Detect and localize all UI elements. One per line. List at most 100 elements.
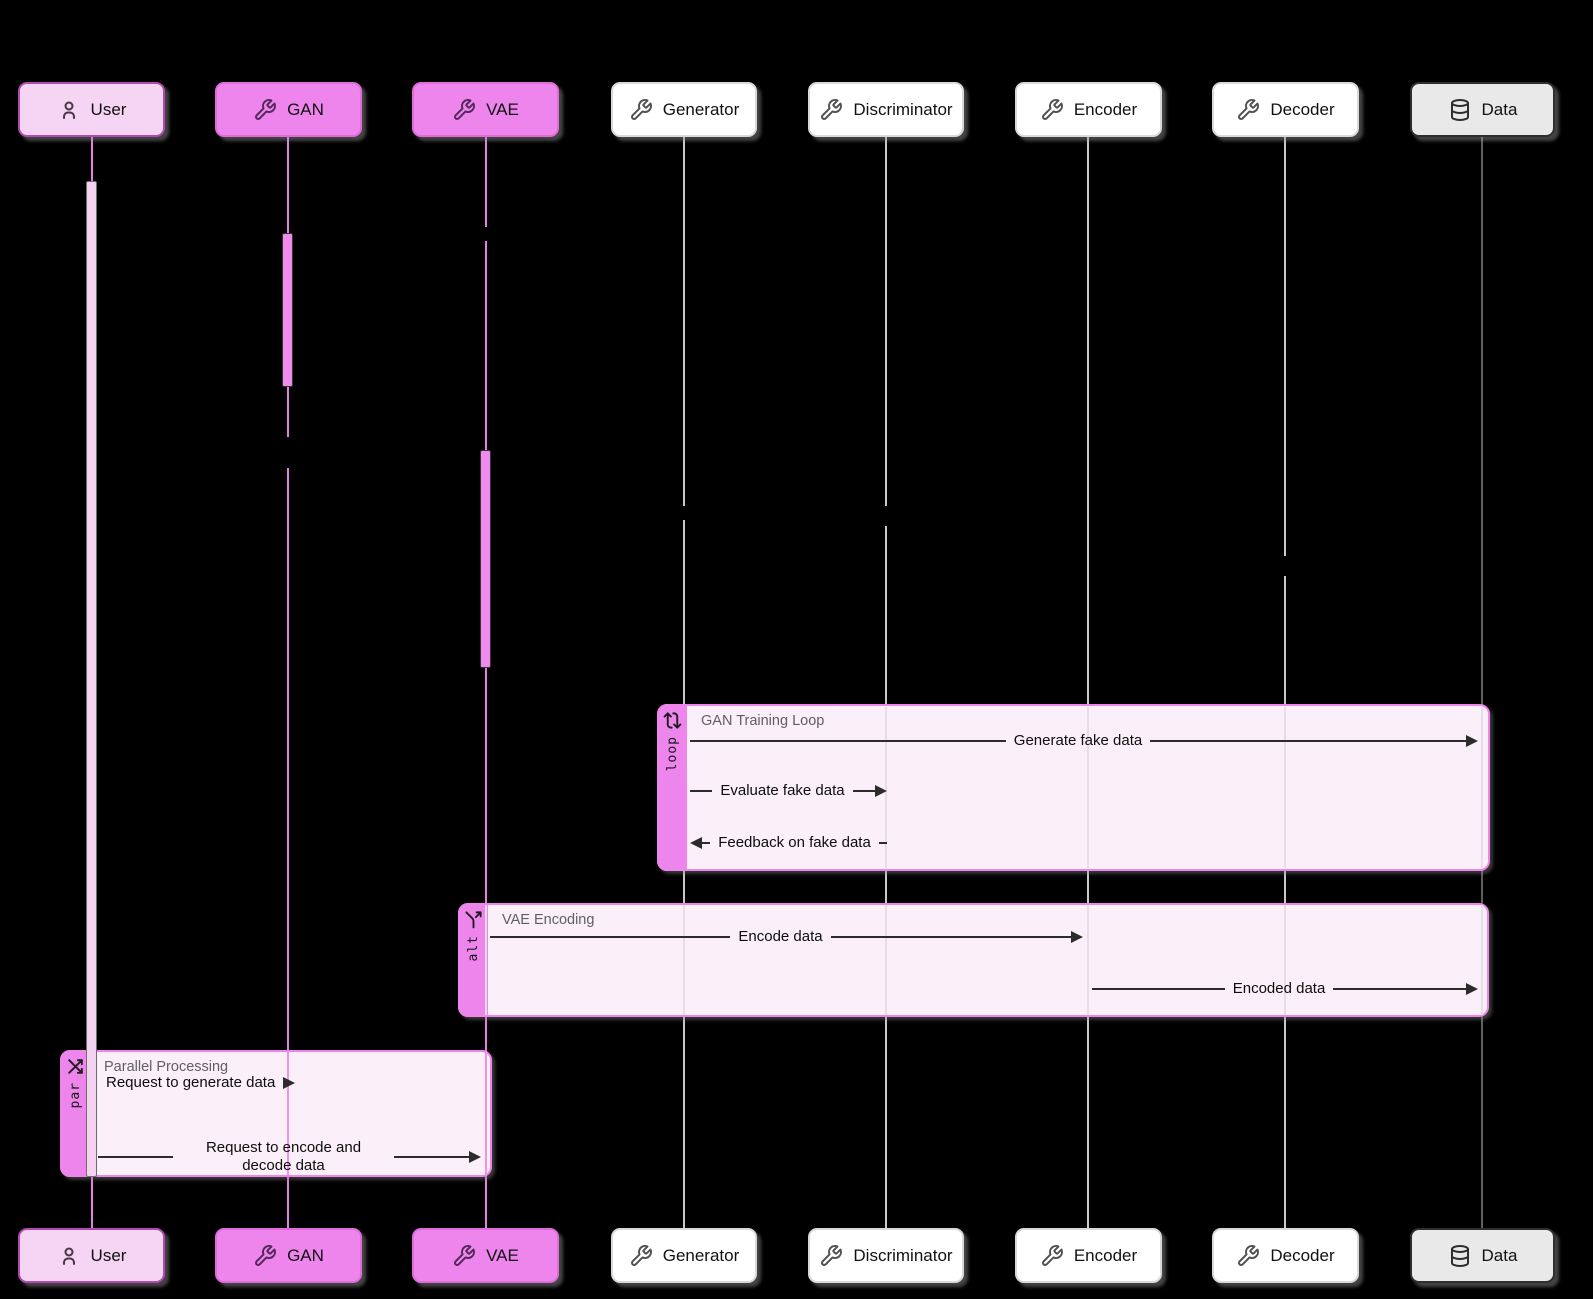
- frame-loop: loop GAN Training Loop: [657, 704, 1490, 871]
- message-request-generate-data: Request to generate data: [98, 1070, 296, 1096]
- message-encoded-data: Encoded data: [1092, 976, 1479, 1002]
- lifeline-encoder: [1087, 137, 1089, 1228]
- participant-box-vae-top: VAE: [412, 82, 559, 137]
- message-label: Request to generate data: [106, 1074, 276, 1091]
- participant-label: Data: [1481, 1245, 1518, 1265]
- participant-box-generator-bottom: Generator: [611, 1228, 757, 1283]
- participant-box-user-top: User: [18, 82, 165, 137]
- participant-label: Decoder: [1270, 1245, 1335, 1265]
- message-line: [690, 740, 1006, 742]
- wrench-icon: [255, 1244, 277, 1266]
- lifeline-discriminator: [885, 526, 887, 1228]
- frame-loop-title: GAN Training Loop: [701, 713, 825, 729]
- activation-gan: [282, 233, 293, 387]
- lifeline-decoder: [1284, 905, 1286, 1015]
- participant-box-decoder-bottom: Decoder: [1212, 1228, 1359, 1283]
- message-line: [702, 842, 711, 844]
- participant-label: VAE: [486, 99, 519, 119]
- participant-box-data-top: Data: [1410, 82, 1555, 137]
- wrench-icon: [630, 98, 652, 120]
- wrench-icon: [454, 98, 476, 120]
- database-icon: [1450, 98, 1469, 121]
- lifeline-vae: [485, 1052, 487, 1175]
- lifeline-encoder: [1087, 905, 1089, 1015]
- frame-par-type-label: par: [67, 1082, 83, 1109]
- lifeline-data: [1481, 137, 1483, 1228]
- arrowhead-right-icon: [1466, 983, 1479, 995]
- lifeline-decoder: [1284, 576, 1286, 1228]
- message-line: [1333, 988, 1467, 990]
- wrench-icon: [821, 1244, 843, 1266]
- person-icon: [62, 1247, 75, 1265]
- lifeline-generator: [683, 520, 685, 1228]
- participant-label: Generator: [662, 1245, 740, 1265]
- arrowhead-right-icon: [469, 1151, 481, 1163]
- participant-label: Discriminator: [853, 1245, 953, 1265]
- person-icon: [62, 101, 75, 119]
- participant-label: GAN: [287, 99, 324, 119]
- frame-alt-type-label: alt: [465, 935, 481, 962]
- participant-box-decoder-top: Decoder: [1212, 82, 1359, 137]
- lifeline-discriminator: [885, 905, 887, 1015]
- frame-alt-title: VAE Encoding: [502, 912, 595, 928]
- lifeline-vae: [485, 905, 487, 1015]
- frame-alt-sidebar: alt: [458, 903, 488, 1017]
- message-line: [490, 936, 731, 938]
- arrowhead-right-icon: [875, 785, 888, 797]
- message-line: [690, 790, 713, 792]
- participant-label: VAE: [486, 1245, 519, 1265]
- message-evaluate-fake-data: Evaluate fake data: [690, 778, 888, 804]
- lifeline-discriminator: [885, 137, 887, 506]
- participant-box-generator-top: Generator: [611, 82, 757, 137]
- message-feedback-on-fake-data: Feedback on fake data: [690, 830, 888, 856]
- activation-vae: [480, 450, 491, 668]
- lifeline-vae: [485, 241, 487, 1228]
- message-line: [1092, 988, 1225, 990]
- frame-loop-type-label: loop: [664, 736, 680, 772]
- lifeline-generator: [683, 905, 685, 1015]
- message-line: [878, 842, 888, 844]
- participant-box-vae-bottom: VAE: [412, 1228, 559, 1283]
- message-generate-fake-data: Generate fake data: [690, 728, 1478, 754]
- participant-label: Data: [1481, 99, 1518, 119]
- frame-par-title: Parallel Processing: [104, 1059, 229, 1075]
- wrench-icon: [454, 1244, 476, 1266]
- participant-label: Encoder: [1073, 99, 1138, 119]
- lifeline-decoder: [1284, 137, 1286, 556]
- arrowhead-left-icon: [690, 837, 702, 849]
- frame-par: par Parallel Processing: [60, 1050, 492, 1177]
- wrench-icon: [630, 1244, 652, 1266]
- message-request-encode-decode-data: Request to encode and decode data: [98, 1129, 481, 1185]
- participant-box-encoder-bottom: Encoder: [1015, 1228, 1162, 1283]
- message-label: Evaluate fake data: [720, 782, 845, 799]
- participant-box-encoder-top: Encoder: [1015, 82, 1162, 137]
- par-icon: [67, 1059, 83, 1074]
- message-line: [394, 1156, 469, 1158]
- participant-box-discriminator-top: Discriminator: [808, 82, 964, 137]
- participant-label: Discriminator: [853, 99, 953, 119]
- participant-box-data-bottom: Data: [1410, 1228, 1555, 1283]
- participant-label: Generator: [662, 99, 740, 119]
- frame-par-sidebar: par: [60, 1050, 90, 1177]
- message-encode-data: Encode data: [490, 924, 1083, 950]
- database-icon: [1450, 1244, 1469, 1267]
- lifeline-decoder: [1284, 707, 1286, 868]
- wrench-icon: [1041, 1244, 1063, 1266]
- message-label: Encode data: [738, 928, 823, 945]
- message-label: Encoded data: [1232, 980, 1326, 997]
- frame-loop-sidebar: loop: [657, 704, 687, 871]
- participant-label: GAN: [287, 1245, 324, 1265]
- activation-user: [86, 181, 97, 1177]
- loop-icon: [663, 712, 681, 729]
- participant-label: User: [90, 99, 127, 119]
- lifeline-data: [1481, 905, 1483, 1015]
- wrench-icon: [1238, 98, 1260, 120]
- message-line: [830, 936, 1071, 938]
- message-label: Feedback on fake data: [718, 834, 871, 851]
- participant-box-gan-top: GAN: [215, 82, 362, 137]
- participant-box-discriminator-bottom: Discriminator: [808, 1228, 964, 1283]
- participant-label: User: [90, 1245, 127, 1265]
- arrowhead-right-icon: [1466, 735, 1478, 747]
- message-line: [852, 790, 876, 792]
